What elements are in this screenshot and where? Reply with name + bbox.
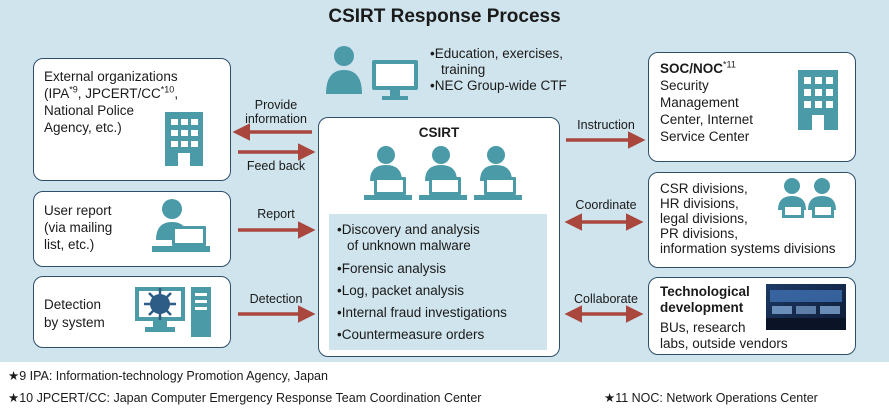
divisions-line1: CSR divisions,: [660, 181, 748, 196]
training-people-icon: [326, 46, 418, 100]
csirt-task-3: •Log, packet analysis: [337, 283, 465, 298]
tech-line2: labs, outside vendors: [660, 336, 788, 351]
csirt-task-4: •Internal fraud investigations: [337, 305, 507, 320]
csirt-title: CSIRT: [418, 125, 460, 140]
soc-building-icon: [798, 70, 838, 130]
soc-line3: Center, Internet: [660, 112, 754, 127]
label-detection: Detection: [249, 292, 303, 306]
label-coordinate: Coordinate: [575, 198, 637, 212]
building-icon: [165, 112, 203, 166]
label-collaborate: Collaborate: [574, 292, 638, 306]
footnote-11: ★11 NOC: Network Operations Center: [604, 391, 818, 405]
label-feed-back: Feed back: [246, 159, 306, 173]
divisions-line4: PR divisions,: [660, 226, 739, 241]
soc-line2: Management: [660, 95, 739, 110]
csirt-task-1b: of unknown malware: [347, 238, 471, 253]
training-line3: •NEC Group-wide CTF: [430, 78, 567, 93]
user-report-line3: list, etc.): [44, 237, 95, 252]
external-line4: Agency, etc.): [44, 120, 122, 135]
external-line3: National Police: [44, 103, 135, 118]
tech-title1: Technological: [660, 284, 750, 299]
detection-line1: Detection: [44, 297, 102, 312]
diagram-title: CSIRT Response Process: [328, 6, 561, 27]
csirt-task-2: •Forensic analysis: [337, 261, 447, 276]
user-report-line1: User report: [44, 203, 112, 218]
user-report-line2: (via mailing: [44, 220, 113, 235]
label-information: information: [245, 112, 307, 126]
training-line2: training: [441, 62, 486, 77]
soc-title: SOC/NOC*11: [660, 59, 736, 76]
footnote-9: ★9 IPA: Information-technology Promotion…: [8, 369, 328, 383]
tech-title2: development: [660, 300, 744, 315]
soc-line4: Service Center: [660, 129, 750, 144]
virus-server-icon: [135, 287, 211, 337]
csirt-tasks-panel: •Discovery and analysis of unknown malwa…: [329, 214, 547, 350]
csirt-team-icon: [364, 146, 522, 200]
divisions-line2: HR divisions,: [660, 196, 739, 211]
external-line1: External organizations: [44, 69, 178, 84]
divisions-line5: information systems divisions: [660, 241, 836, 256]
label-report: Report: [257, 207, 295, 221]
tech-line1: BUs, research: [660, 320, 746, 335]
label-provide: Provide: [254, 98, 298, 112]
operations-room-photo: [766, 284, 846, 330]
divisions-people-icon: [778, 178, 836, 218]
soc-line1: Security: [660, 78, 709, 93]
arrows-layer: [232, 123, 646, 323]
csirt-task-1: •Discovery and analysis: [337, 222, 480, 237]
training-line1: •Education, exercises,: [430, 46, 564, 61]
detection-line2: by system: [44, 315, 105, 330]
footnote-10: ★10 JPCERT/CC: Japan Computer Emergency …: [8, 391, 482, 405]
user-at-laptop-icon: [152, 199, 210, 252]
external-line2: (IPA*9, JPCERT/CC*10,: [44, 84, 179, 101]
divisions-line3: legal divisions,: [660, 211, 748, 226]
label-instruction: Instruction: [577, 118, 635, 132]
csirt-task-5: •Countermeasure orders: [337, 327, 485, 342]
